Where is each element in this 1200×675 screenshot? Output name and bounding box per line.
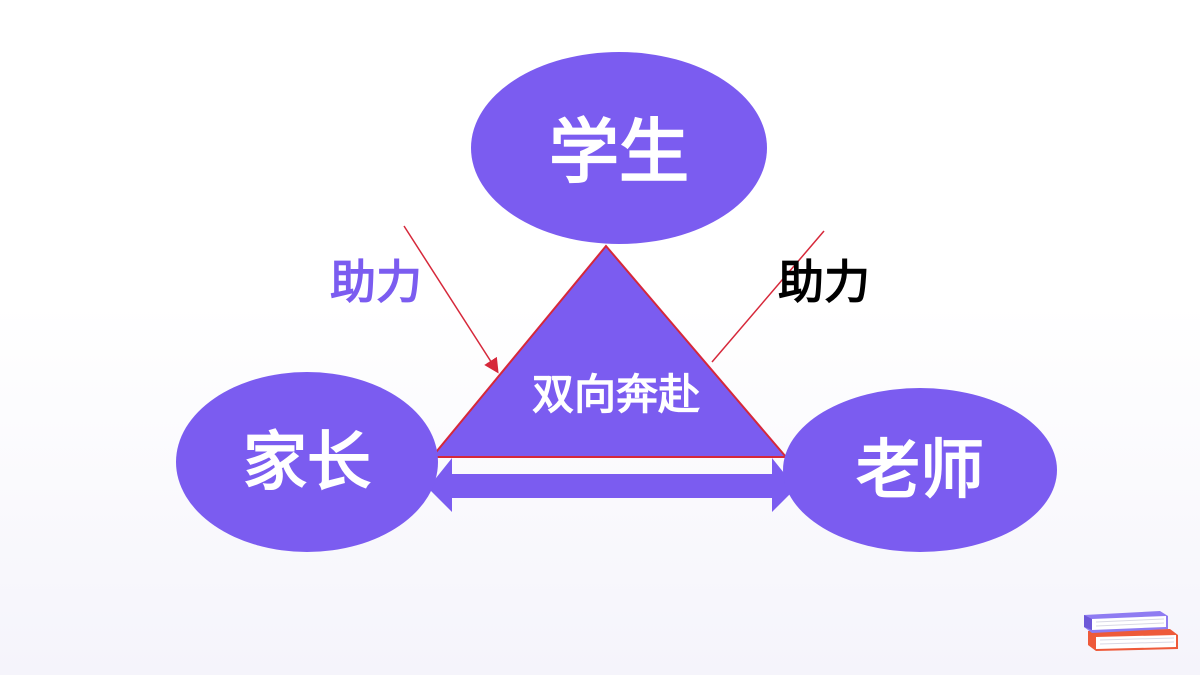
center-label: 双向奔赴 (532, 370, 700, 419)
teacher-node (783, 388, 1057, 552)
books-icon (1084, 611, 1178, 651)
left-help-label: 助力 (330, 255, 422, 309)
double-arrow (428, 458, 796, 512)
teacher-label: 老师 (856, 434, 984, 508)
parent-label: 家长 (243, 426, 371, 500)
parent-node (176, 372, 438, 552)
right-help-label: 助力 (778, 255, 870, 309)
right-help-line (711, 230, 825, 363)
center-triangle (429, 244, 789, 458)
student-node (471, 52, 767, 244)
student-label: 学生 (549, 111, 689, 193)
left-help-arrow (403, 225, 499, 374)
